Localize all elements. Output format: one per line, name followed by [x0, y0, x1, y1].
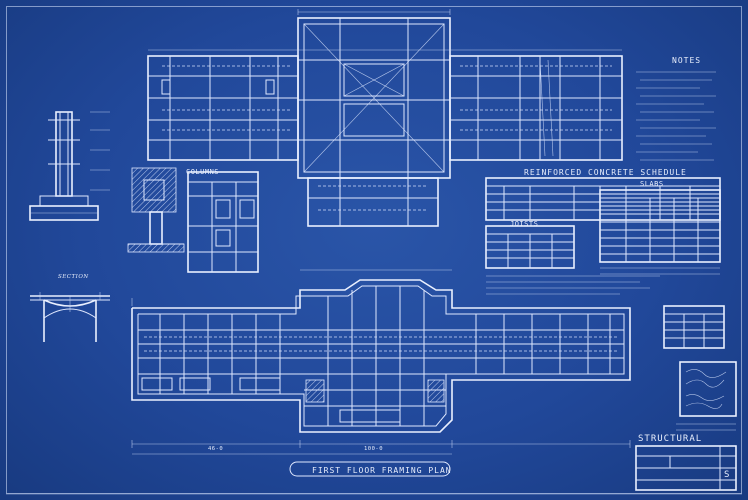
notes-heading: NOTES [672, 56, 702, 65]
first-floor-framing-plan [131, 269, 631, 477]
concrete-schedule-heading: REINFORCED CONCRETE SCHEDULE [524, 168, 687, 177]
section-detail [30, 292, 110, 342]
joists-heading: JOISTS [510, 220, 539, 228]
column-detail [29, 111, 110, 221]
title-block [635, 361, 737, 491]
sheet-number: S [724, 470, 731, 480]
columns-heading: COLUMNS [186, 168, 220, 176]
plan-heading: FIRST FLOOR FRAMING PLAN [312, 466, 452, 475]
sheet-label: STRUCTURAL [638, 434, 703, 444]
section-heading: SECTION [58, 274, 89, 280]
slabs-heading: SLABS [640, 180, 664, 188]
footing-detail [127, 167, 185, 253]
notes-lines [636, 71, 716, 161]
columns-table [187, 171, 259, 273]
small-schedule [663, 305, 725, 349]
dimension-left: 46-0 [208, 446, 224, 452]
dimension-center: 100-0 [364, 446, 384, 452]
concrete-schedule [485, 177, 721, 295]
foundation-plan [147, 9, 623, 227]
